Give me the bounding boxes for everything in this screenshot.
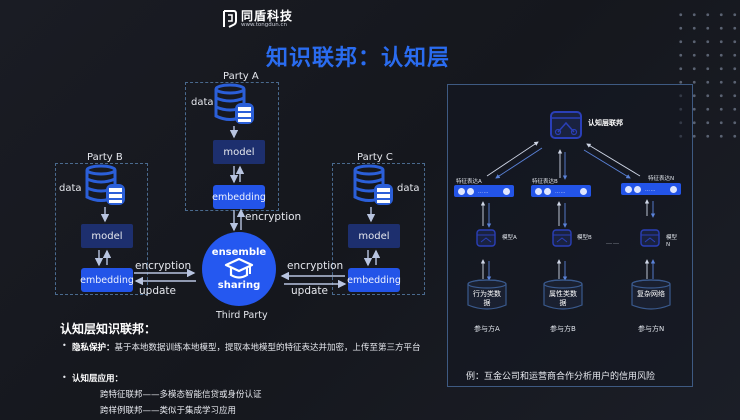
feature-a-vector: ……	[454, 185, 514, 197]
party-b-label: Party B	[87, 152, 123, 163]
sharing-label: sharing	[217, 280, 261, 291]
party-a-database-icon	[214, 83, 254, 124]
party-c-database-icon	[353, 164, 393, 205]
bullet-application: 认知层应用：	[72, 372, 123, 384]
participant-n-label: 参与方N	[638, 325, 665, 333]
feature-a-label: 特征表达A	[456, 179, 482, 185]
party-c-update-label: update	[291, 285, 328, 297]
party-b-database-icon	[85, 164, 125, 205]
model-n-label: 模型N	[666, 235, 678, 248]
party-c-label: Party C	[357, 152, 393, 163]
sub-item-cross-feature: 跨特征联邦——多模态智能信贷或身份认证	[100, 390, 262, 400]
party-a-label: Party A	[223, 71, 259, 82]
party-c-encryption-label: encryption	[287, 260, 344, 272]
brand-name: 同盾科技	[241, 8, 294, 23]
data-n-cylinder	[631, 279, 671, 310]
party-a-encryption-label: encryption	[245, 211, 302, 223]
party-b-box	[55, 163, 148, 295]
party-c-embedding: embedding	[347, 268, 401, 292]
tongdun-logo-icon	[223, 10, 237, 28]
participant-b-label: 参与方B	[550, 325, 576, 333]
data-n-label: 复杂网络	[637, 290, 665, 298]
model-a-label: 模型A	[502, 235, 517, 241]
description-title: 认知层知识联邦：	[60, 322, 157, 336]
data-b-label: 属性类数据	[549, 290, 577, 307]
party-a-data-label: data	[191, 97, 214, 108]
feature-n-label: 特征表达N	[648, 176, 675, 182]
party-b-embedding: embedding	[80, 268, 134, 292]
party-c-box	[332, 163, 425, 295]
third-party-node: ensemble sharing	[202, 232, 276, 306]
graduation-cap-icon	[224, 258, 254, 279]
bullet-privacy-title: 隐私保护：	[72, 343, 115, 353]
data-a-cylinder	[467, 279, 507, 310]
brand-url: www.tongdun.cn	[241, 21, 287, 28]
party-c-data-label: data	[397, 183, 420, 194]
sub-item-cross-sample: 跨样例联邦——类似于集成学习应用	[100, 406, 237, 416]
brand-logo: 同盾科技 www.tongdun.cn	[223, 9, 293, 29]
party-b-encryption-label: encryption	[135, 260, 192, 272]
party-b-update-label: update	[139, 285, 176, 297]
party-b-data-label: data	[59, 183, 82, 194]
model-a-icon	[476, 229, 496, 247]
ellipsis: ……	[606, 239, 620, 246]
bullet-dot: •	[62, 341, 67, 350]
feature-b-vector: ……	[531, 185, 591, 197]
example-caption: 例：互金公司和运营商合作分析用户的信用风险	[466, 372, 656, 382]
party-c-model: model	[348, 224, 400, 248]
bullet-privacy: 隐私保护：基于本地数据训练本地模型，提取本地模型的特征表达并加密，上传至第三方平…	[72, 340, 437, 356]
data-a-label: 行为类数据	[473, 290, 501, 307]
feature-n-vector: ……	[621, 183, 681, 195]
ensemble-label: ensemble	[211, 247, 267, 258]
bullet-privacy-text: 基于本地数据训练本地模型，提取本地模型的特征表达并加密，上传至第三方平台	[114, 343, 421, 353]
party-a-embedding: embedding	[212, 185, 266, 209]
party-a-box	[185, 82, 279, 211]
third-party-label: Third Party	[216, 310, 268, 321]
page-title: 知识联邦：认知层	[266, 46, 451, 71]
model-b-icon	[552, 229, 572, 247]
party-a-model: model	[213, 140, 265, 164]
feature-b-label: 特征表达B	[532, 179, 558, 185]
bullet-dot: •	[62, 373, 67, 382]
party-b-model: model	[81, 224, 133, 248]
federation-icon	[550, 111, 582, 139]
model-b-label: 模型B	[577, 235, 592, 241]
model-n-icon	[640, 229, 660, 247]
data-b-cylinder	[543, 279, 583, 310]
participant-a-label: 参与方A	[474, 325, 500, 333]
federation-label: 认知层联邦	[588, 119, 623, 127]
bullet-application-title: 认知层应用：	[72, 374, 124, 384]
